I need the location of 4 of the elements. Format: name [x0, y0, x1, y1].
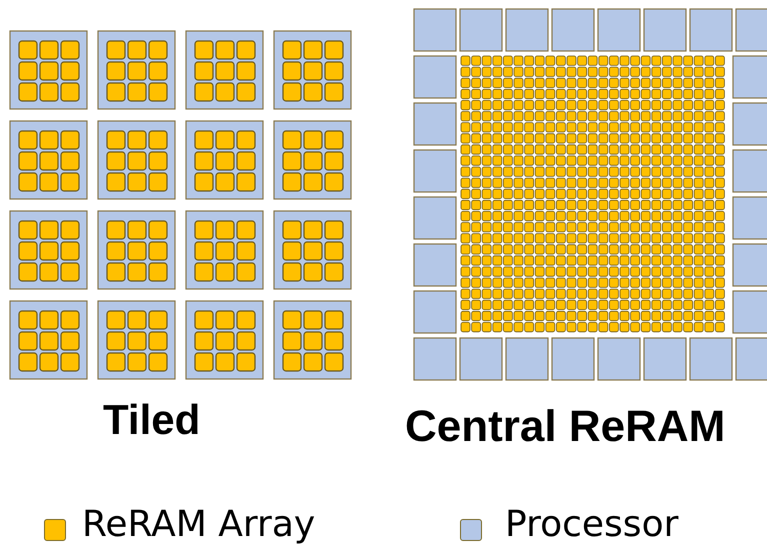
- legend-label: ReRAM Array: [82, 504, 316, 545]
- legend-label: Processor: [505, 504, 678, 545]
- panel-title: Central ReRAM: [405, 402, 726, 452]
- panel-title: Tiled: [103, 396, 200, 444]
